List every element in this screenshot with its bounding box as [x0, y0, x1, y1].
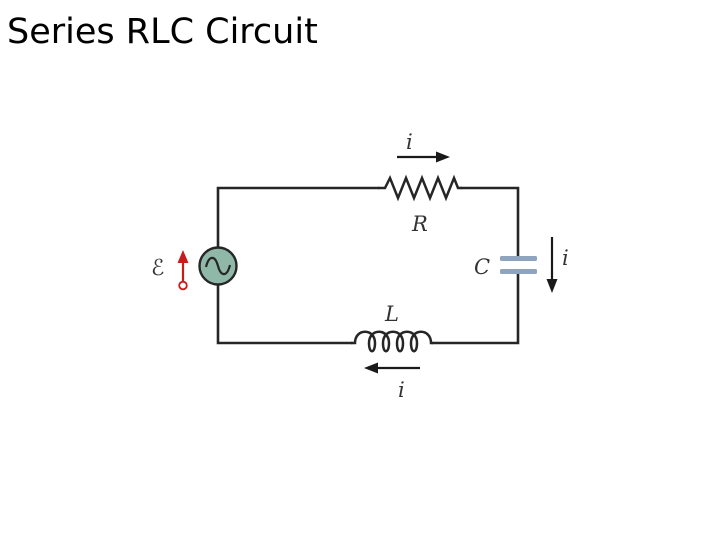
current-arrow-top — [397, 151, 450, 163]
resistor-label: R — [411, 212, 428, 236]
inductor-label: L — [384, 302, 399, 326]
current-label-bottom: i — [398, 378, 405, 402]
capacitor-label: C — [474, 255, 490, 279]
slide-title: Series RLC Circuit — [7, 12, 318, 52]
current-arrow-bottom — [364, 362, 420, 374]
wire-bottom-left — [216, 284, 353, 345]
wire-top-left — [216, 186, 380, 248]
emf-polarity-arrow-icon — [177, 250, 189, 291]
circuit-wires — [216, 186, 520, 345]
wire-right-bottom — [431, 272, 520, 345]
current-label-top: i — [406, 130, 413, 154]
capacitor-icon — [500, 256, 537, 274]
emf-label: ℰ — [151, 256, 164, 281]
resistor-icon — [378, 174, 462, 202]
wire-top-right — [460, 186, 520, 259]
current-label-right: i — [562, 246, 569, 270]
inductor-icon — [351, 330, 433, 353]
current-arrow-right — [546, 237, 558, 293]
ac-voltage-source-icon — [198, 246, 238, 286]
